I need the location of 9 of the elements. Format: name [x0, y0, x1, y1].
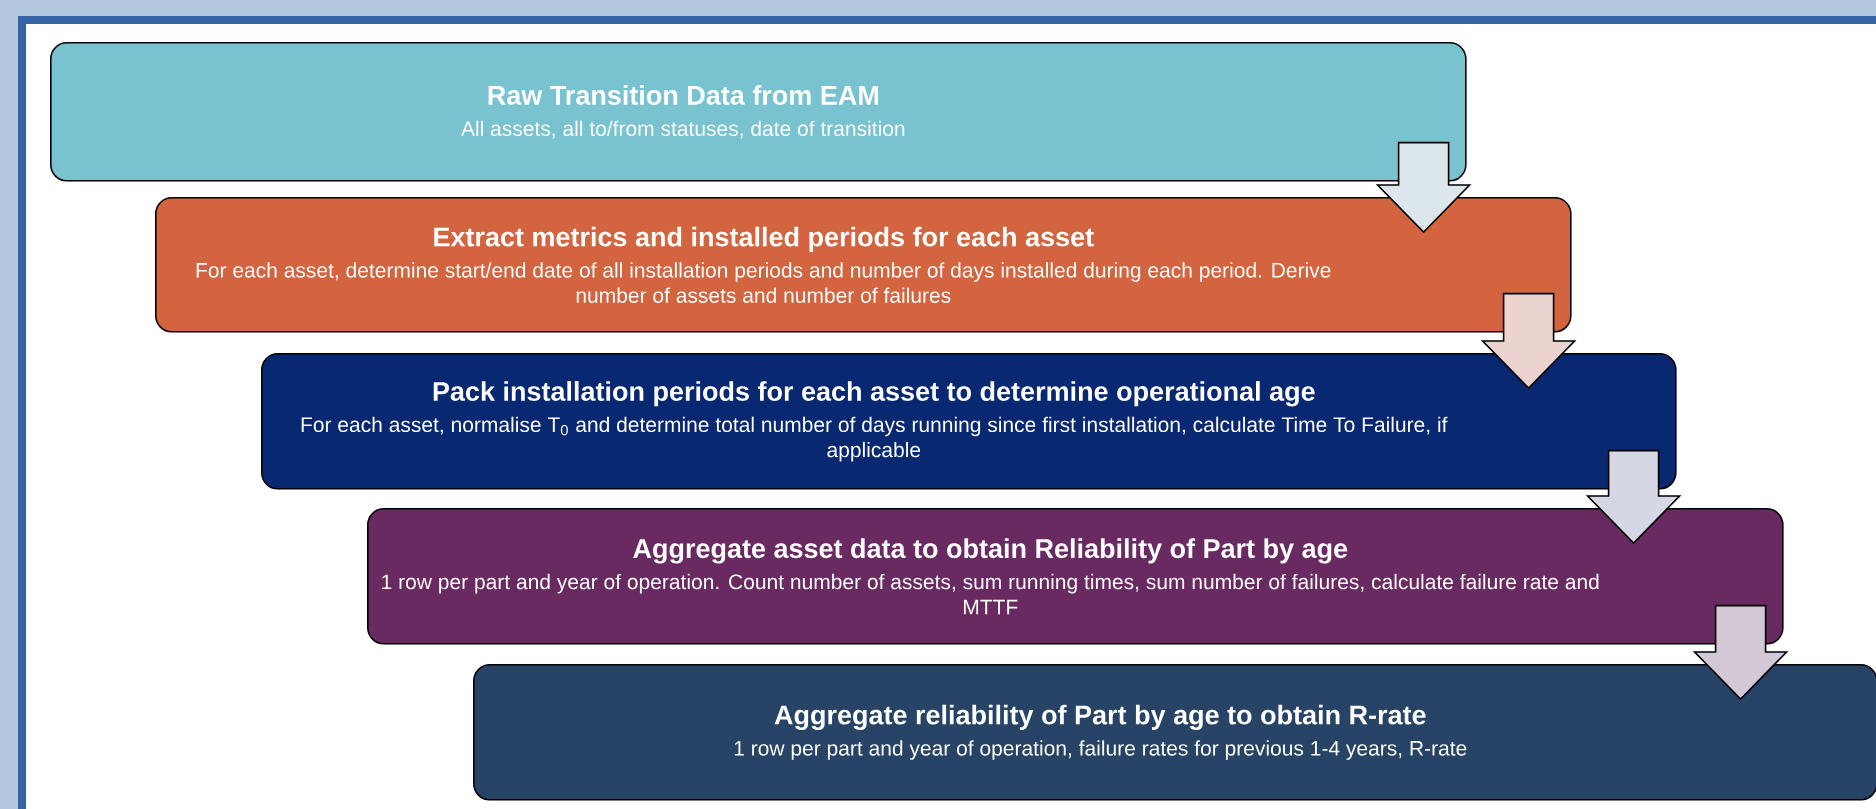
step-box: Aggregate asset data to obtain Reliability of Part by age 1 row per part and year of operation. Count number of assets, sum running times, sum number of failures, calculate failure rate and MTTF: [367, 508, 1784, 645]
block-arrow: [1585, 449, 1682, 545]
step-box: Raw Transition Data from EAM All assets, all to/from statuses, date of transition: [50, 42, 1467, 182]
step-box: Aggregate reliability of Part by age to obtain R-rate 1 row per part and year of operation, failure rates for previous 1-4 years, R-rate: [473, 664, 1876, 801]
step-box: Extract metrics and installed periods for each asset For each asset, determine start/end date of all installation periods and number of days installed during each period. Derive number of assets and number of failures: [155, 197, 1572, 333]
block-arrow: [1692, 604, 1789, 701]
block-arrow: [1480, 292, 1577, 390]
step-box: Pack installation periods for each asset to determine operational age For each asset, normalise T$_{0}$ and determine total number of days running since first installation, calculate Time To Failure, if applicable: [261, 353, 1677, 490]
block-arrow: [1375, 141, 1472, 234]
